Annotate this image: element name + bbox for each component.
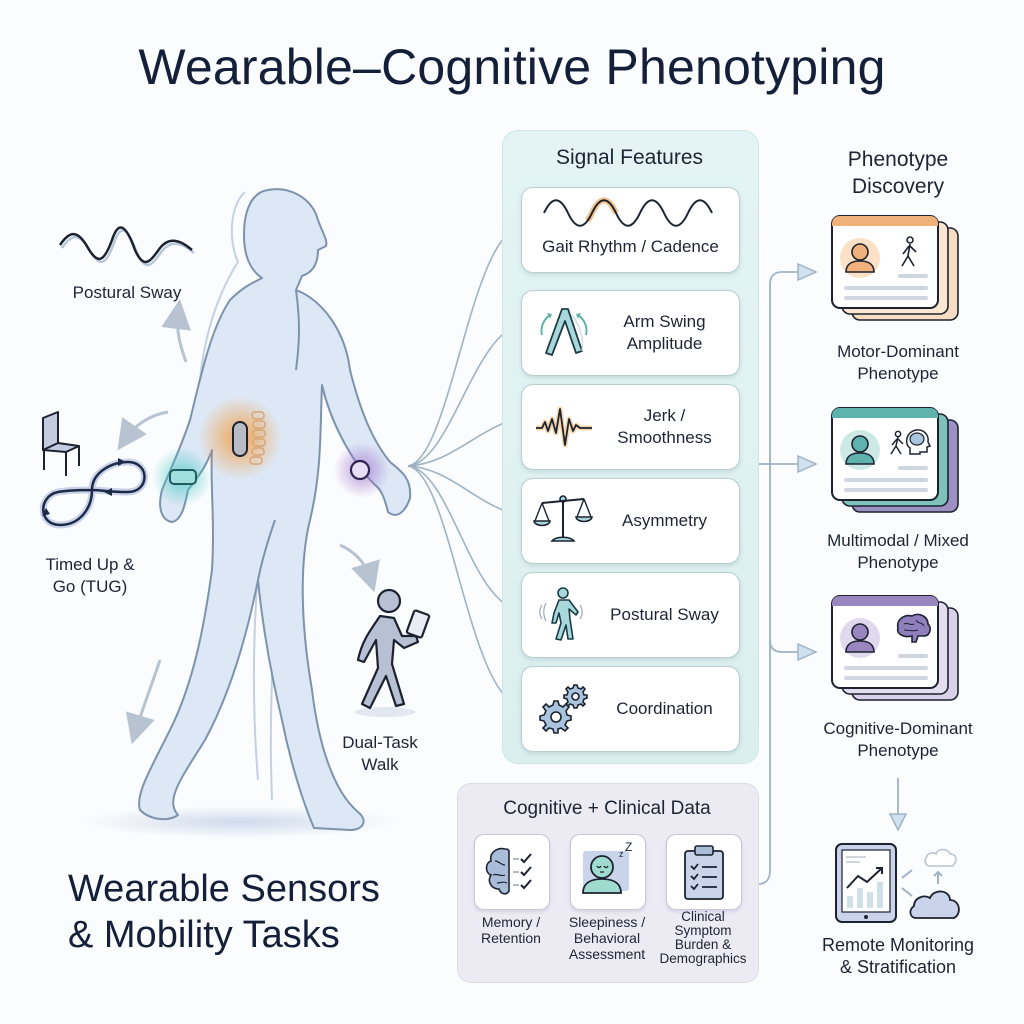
label-line2: Behavioral (573, 930, 641, 946)
feature-label: Gait Rhythm / Cadence (542, 237, 719, 256)
swaying-person-icon (539, 587, 583, 641)
dual-task-walker-icon (355, 588, 431, 717)
cognitive-label-memory: Memory / Retention (461, 914, 561, 946)
lower-back-sensor (232, 421, 248, 457)
label-line1: Arm Swing (623, 312, 706, 331)
brain-icon (896, 613, 931, 643)
feature-label: Jerk / Smoothness (596, 385, 733, 469)
postural-sway-wave-icon (58, 226, 195, 267)
label-line2: Symptom (674, 923, 732, 938)
right-wrist-sensor (349, 459, 371, 481)
label-line1: Multimodal / Mixed (827, 531, 969, 550)
label-line2: & Stratification (839, 957, 957, 977)
label-line2: Phenotype (857, 741, 939, 760)
cognitive-tile-clinical[interactable] (666, 834, 742, 910)
label-line2: Smoothness (617, 428, 712, 447)
phenotype-connectors (757, 271, 899, 885)
signal-features-title: Signal Features (555, 146, 704, 169)
heading-line1: Wearable Sensors (68, 868, 380, 910)
task-label-postural-sway: Postural Sway (72, 283, 182, 302)
feature-label: Coordination (616, 699, 713, 718)
dual-task-label-line1: Dual-Task (342, 733, 418, 752)
feature-label: Postural Sway (610, 605, 719, 624)
label-line2: Phenotype (857, 364, 939, 383)
label-line2: Amplitude (626, 334, 703, 353)
phenotype-card-multimodal[interactable] (830, 406, 960, 516)
label-line1: Cognitive-Dominant (823, 719, 973, 738)
head-brain-icon (905, 429, 932, 455)
cognitive-tile-sleepiness[interactable]: z Z (570, 834, 646, 910)
section-heading-wearables: Wearable Sensors & Mobility Tasks (68, 866, 448, 958)
phenotype-label-motor: Motor-Dominant Phenotype (798, 341, 998, 385)
brain-checklist-icon (485, 847, 532, 895)
phenotype-arrowheads (797, 262, 908, 832)
phenotype-label-multimodal: Multimodal / Mixed Phenotype (798, 530, 998, 574)
svg-text:z: z (619, 849, 624, 859)
label-line1: Jerk / (643, 406, 686, 425)
task-arrows (117, 299, 380, 745)
svg-text:Z: Z (625, 840, 632, 854)
feature-card-asymmetry[interactable]: Asymmetry (521, 478, 740, 564)
clipboard-icon (684, 845, 724, 900)
phenotype-label-cognitive: Cognitive-Dominant Phenotype (798, 718, 998, 762)
feature-card-gait-rhythm[interactable]: Gait Rhythm / Cadence (521, 187, 740, 273)
title-line2: Discovery (851, 175, 945, 198)
label-line3: Assessment (568, 946, 646, 962)
label-line3: Burden & (674, 937, 732, 952)
phenotype-card-cognitive[interactable] (830, 594, 960, 704)
walking-human-figure (138, 188, 412, 831)
sleeping-person-icon: z Z (582, 840, 632, 894)
label-line1: Remote Monitoring (821, 935, 975, 955)
label-line2: Retention (481, 930, 541, 946)
phenotype-card-motor[interactable] (830, 214, 960, 324)
label-line1: Sleepiness / (568, 914, 646, 930)
spine-vertebrae (249, 411, 266, 465)
cognitive-tile-memory[interactable] (474, 834, 550, 910)
feature-card-postural-sway[interactable]: Postural Sway (521, 572, 740, 658)
feature-label: Asymmetry (622, 511, 707, 530)
phenotype-discovery-title: Phenotype Discovery (798, 146, 998, 200)
task-label-tug: Timed Up & Go (TUG) (30, 554, 150, 598)
label-line2: Phenotype (857, 553, 939, 572)
tug-label-line2: Go (TUG) (52, 577, 128, 596)
heading-line2: & Mobility Tasks (68, 914, 340, 956)
sine-wave-icon (541, 197, 715, 229)
label-line1: Motor-Dominant (837, 342, 959, 361)
walking-icon (901, 236, 917, 267)
dual-task-label-line2: Walk (361, 755, 399, 774)
gears-icon (539, 684, 588, 734)
arm-swing-icon (540, 308, 588, 356)
cognitive-label-clinical: Clinical Symptom Burden & Demographics (653, 910, 753, 966)
tug-loop-icon (39, 458, 148, 529)
page-title: Wearable–Cognitive Phenotyping (138, 39, 886, 95)
feature-card-jerk[interactable]: Jerk / Smoothness (521, 384, 740, 470)
label-line1: Clinical (681, 909, 725, 924)
feature-card-coordination[interactable]: Coordination (521, 666, 740, 752)
left-wrist-sensor (169, 469, 197, 485)
title-line1: Phenotype (847, 148, 949, 171)
outcome-label: Remote Monitoring & Stratification (798, 934, 998, 978)
label-line1: Memory / (481, 914, 541, 930)
walking-icon (890, 430, 904, 455)
cognitive-clinical-title: Cognitive + Clinical Data (503, 798, 711, 819)
tug-label-line1: Timed Up & (45, 555, 135, 574)
task-label-dual-task: Dual-Task Walk (320, 732, 440, 776)
tablet-cloud-icon (835, 843, 960, 923)
chair-icon (42, 411, 80, 476)
cognitive-label-sleepiness: Sleepiness / Behavioral Assessment (557, 914, 657, 962)
balance-scale-icon (533, 495, 593, 542)
label-line4: Demographics (659, 951, 747, 966)
jerk-signal-icon (536, 406, 592, 448)
